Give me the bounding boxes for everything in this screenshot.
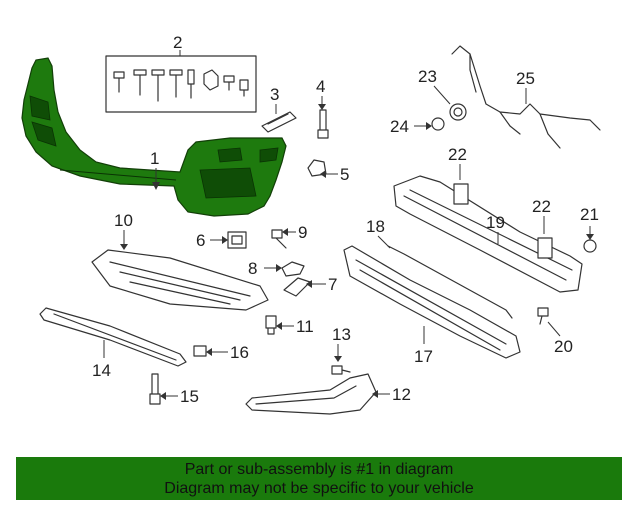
info-banner: Part or sub-assembly is #1 in diagram Di… [16, 457, 622, 500]
callout-8: 8 [248, 259, 257, 278]
callout-19: 19 [486, 213, 505, 232]
callout-12: 12 [392, 385, 411, 404]
callout-18: 18 [366, 217, 385, 236]
bumper-cover-part-1[interactable] [21, 57, 287, 217]
spoiler-strip-part-14[interactable] [39, 307, 187, 367]
cover-plate-part-7[interactable] [283, 277, 311, 297]
screw-part-13[interactable] [331, 365, 351, 375]
screw-part-9[interactable] [271, 229, 287, 249]
callout-13: 13 [332, 325, 351, 344]
sensor-part-23[interactable] [449, 103, 467, 121]
callout-2: 2 [173, 33, 182, 52]
absorber-bracket-part-18[interactable] [387, 245, 513, 319]
parts-diagram: 1 2 3 4 5 6 7 [21, 33, 601, 415]
bolt-part-20[interactable] [537, 307, 549, 325]
impact-bar-part-19[interactable] [393, 175, 583, 293]
ring-part-24[interactable] [431, 117, 445, 131]
callout-4: 4 [316, 77, 325, 96]
callout-1: 1 [150, 149, 159, 168]
bolt-part-11[interactable] [265, 315, 277, 335]
bolt-part-4[interactable] [317, 109, 329, 139]
callout-22b: 22 [532, 197, 551, 216]
callout-16: 16 [230, 343, 249, 362]
callout-11: 11 [296, 317, 314, 336]
sensor-mount-part-22a[interactable] [453, 183, 469, 205]
banner-line-1: Part or sub-assembly is #1 in diagram [184, 461, 454, 478]
callout-24: 24 [390, 117, 409, 136]
callout-15: 15 [180, 387, 199, 406]
callout-25: 25 [516, 69, 535, 88]
banner-line-2: Diagram may not be specific to your vehi… [164, 480, 474, 497]
callout-21: 21 [580, 205, 599, 224]
callout-20: 20 [554, 337, 573, 356]
callout-3: 3 [270, 85, 279, 104]
clip-part-21[interactable] [583, 239, 597, 253]
callout-23: 23 [418, 67, 437, 86]
nut-part-16[interactable] [193, 345, 207, 357]
undertray-part-10[interactable] [91, 249, 269, 311]
clip-part-5[interactable] [307, 159, 327, 177]
bracket-part-6[interactable] [227, 231, 247, 249]
callout-6: 6 [196, 231, 205, 250]
hardware-kit-part-2[interactable] [105, 55, 257, 113]
callout-17: 17 [414, 347, 433, 366]
bolt-part-15[interactable] [149, 373, 161, 405]
wiring-harness-part-25[interactable] [451, 45, 601, 149]
callout-10: 10 [114, 211, 133, 230]
clip-part-8[interactable] [281, 261, 305, 277]
callout-9: 9 [298, 223, 307, 242]
callout-14: 14 [92, 361, 111, 380]
sensor-mount-part-22b[interactable] [537, 237, 553, 259]
callout-5: 5 [340, 165, 349, 184]
bracket-part-3[interactable] [261, 111, 297, 133]
callout-22a: 22 [448, 145, 467, 164]
lower-trim-part-12[interactable] [245, 373, 377, 415]
callout-7: 7 [328, 275, 337, 294]
energy-absorber-part-17[interactable] [343, 245, 521, 359]
